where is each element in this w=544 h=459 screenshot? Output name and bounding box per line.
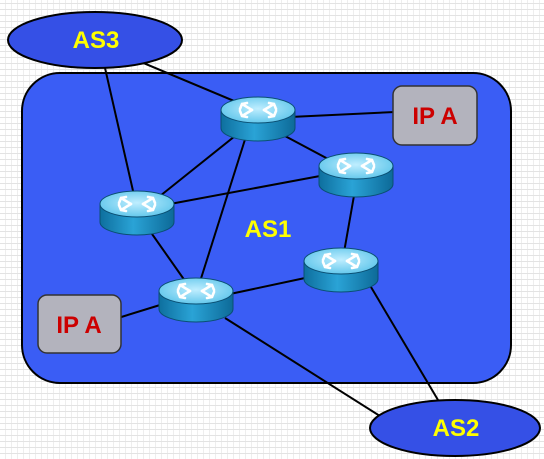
as1-label: AS1: [245, 216, 292, 243]
as2-label: AS2: [433, 415, 480, 442]
as3-oval: [7, 11, 183, 69]
router-icon: [302, 246, 380, 294]
link-as3-r2: [99, 45, 137, 205]
router-icon: [98, 189, 176, 237]
link-r5-ipa: [117, 304, 161, 319]
link-r5-as2: [224, 317, 384, 419]
link-r4-as2: [367, 281, 439, 401]
host-box-top: [392, 85, 478, 146]
host-box-bottom: [37, 294, 122, 354]
router-icon: [317, 151, 395, 199]
link-r3-r4: [342, 189, 356, 259]
as3-label: AS3: [73, 27, 120, 54]
link-r1-ipa: [289, 111, 396, 118]
link-r1-r5: [197, 129, 249, 289]
host-label-bottom: IP A: [56, 312, 101, 339]
router-icon: [219, 95, 297, 143]
links: [97, 43, 439, 419]
router-icon: [157, 276, 235, 324]
link-r2-r5: [144, 223, 191, 289]
link-r4-r5: [229, 277, 306, 295]
host-label-top: IP A: [412, 103, 457, 130]
as1-domain: [21, 72, 512, 384]
as2-oval: [369, 399, 541, 457]
link-r2-r3: [169, 175, 321, 205]
